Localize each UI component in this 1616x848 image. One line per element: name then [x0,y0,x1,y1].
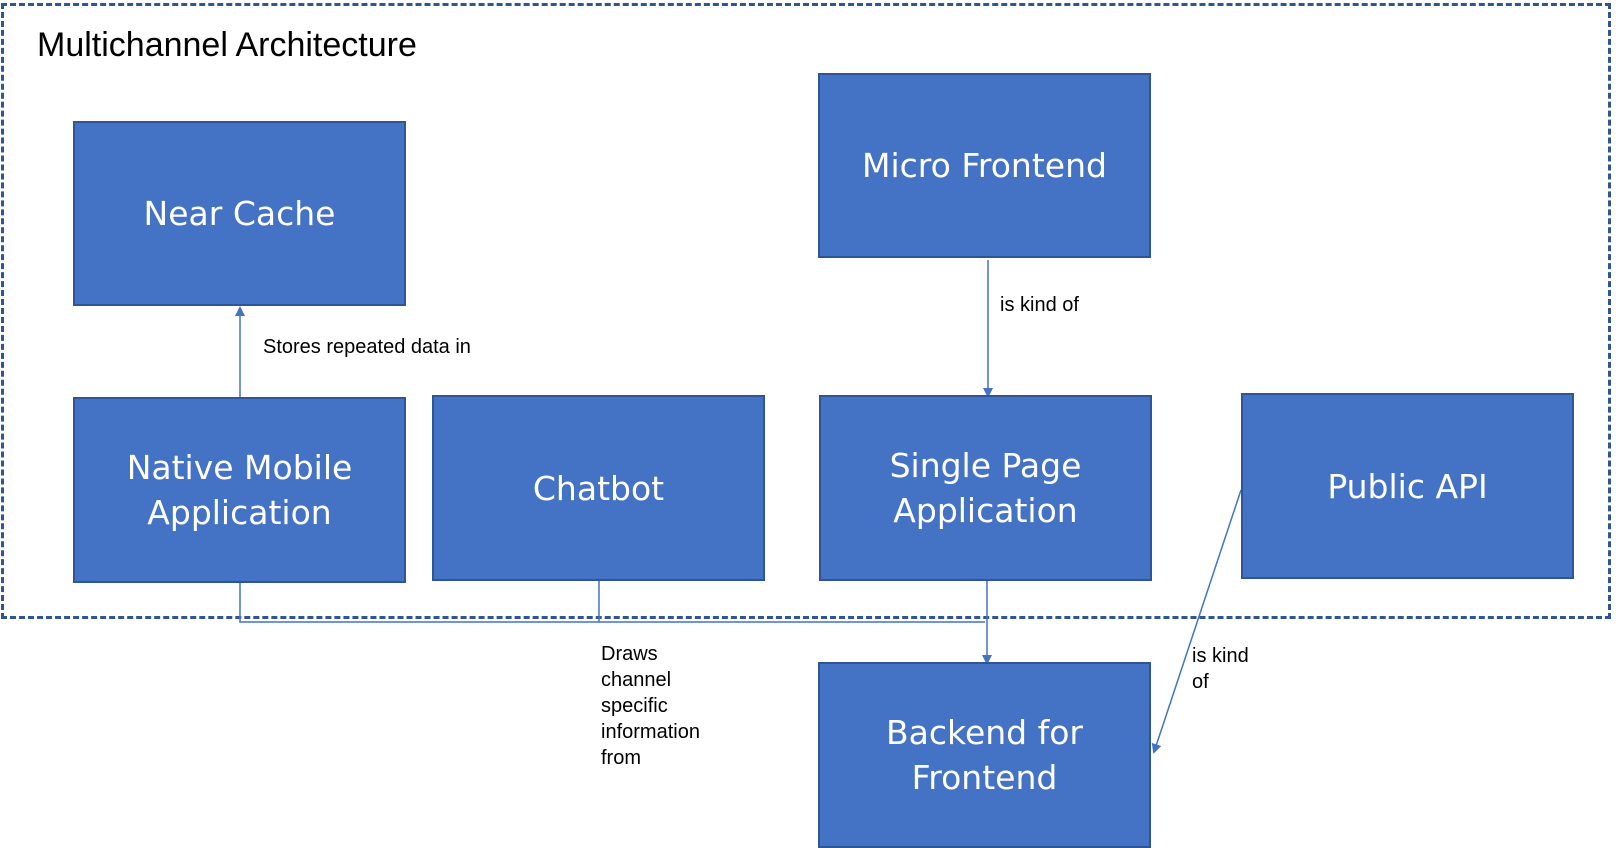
edge-label-stores-repeated-data: Stores repeated data in [263,336,471,358]
node-backend-for-frontend: Backend for Frontend [818,662,1151,848]
node-native-mobile-application: Native Mobile Application [73,397,406,583]
node-micro-frontend: Micro Frontend [818,73,1151,258]
diagram-title: Multichannel Architecture [37,26,417,64]
edge-native-chatbot-to-bff [239,583,985,623]
edge-label-draws-channel-info: Draws channel specific information from [601,643,700,769]
node-chatbot: Chatbot [432,395,765,581]
node-single-page-application: Single Page Application [819,395,1152,581]
node-near-cache: Near Cache [73,121,406,306]
node-public-api: Public API [1241,393,1574,579]
edge-label-is-kind-of-api: is kind of [1192,645,1249,693]
edge-public-api-to-bff [1151,489,1242,754]
multichannel-boundary [1,3,1611,619]
edge-label-is-kind-of-spa: is kind of [1000,294,1079,316]
